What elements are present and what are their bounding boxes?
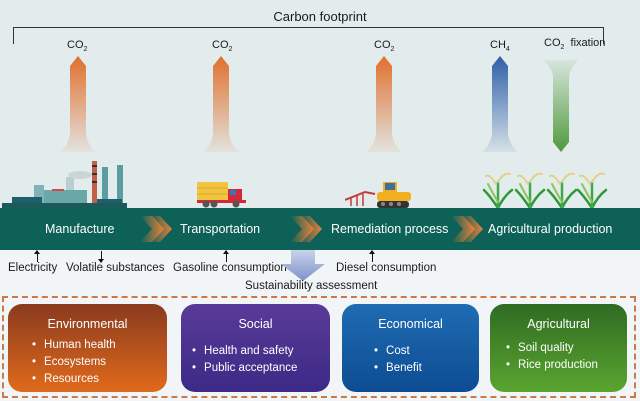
diesel-input-arrow-icon xyxy=(369,250,375,262)
factory-icon xyxy=(2,161,127,209)
list-item: Cost xyxy=(374,343,479,360)
co2-arrow-remediation-icon xyxy=(366,56,402,152)
diesel-consumption-label: Diesel consumption xyxy=(336,262,437,274)
stage-transportation: Transportation xyxy=(180,222,261,236)
ch4-arrow-icon xyxy=(482,56,518,152)
card-economical: Economical Cost Benefit xyxy=(342,304,479,392)
chevron-arrow-icon xyxy=(290,216,322,242)
bracket-left xyxy=(13,27,303,44)
rice-plants-icon xyxy=(482,172,608,210)
gas-label-fixation: CO2 fixation xyxy=(544,37,606,52)
co2-arrow-transport-icon xyxy=(203,56,239,152)
truck-icon xyxy=(197,182,246,208)
gas-label-remediation: CO2 xyxy=(374,39,395,54)
list-item: Public acceptance xyxy=(192,360,330,377)
list-item: Human health xyxy=(32,337,167,354)
list-item: Soil quality xyxy=(506,340,627,357)
stage-remediation: Remediation process xyxy=(331,222,449,236)
electricity-label: Electricity xyxy=(8,262,58,274)
assessment-box xyxy=(2,296,636,398)
volatile-substances-label: Volatile substances xyxy=(66,262,165,274)
sustainability-assessment-label: Sustainability assessment xyxy=(245,280,378,292)
card-title: Agricultural xyxy=(527,317,590,331)
volatile-output-arrow-icon xyxy=(98,251,104,263)
stage-manufacture: Manufacture xyxy=(45,222,115,236)
gas-label-methane: CH4 xyxy=(490,39,510,54)
co2-arrow-manufacture-icon xyxy=(60,56,96,152)
carbon-footprint-title: Carbon footprint xyxy=(273,9,367,24)
gas-label-manufacture: CO2 xyxy=(67,39,88,54)
card-title: Social xyxy=(238,317,273,331)
gasoline-input-arrow-icon xyxy=(223,250,229,262)
chevron-arrow-icon xyxy=(140,216,172,242)
list-item: Rice production xyxy=(506,357,627,374)
chevron-arrow-icon xyxy=(451,216,483,242)
assessment-down-arrow-icon xyxy=(281,250,325,281)
bracket-right xyxy=(303,27,604,44)
tractor-icon xyxy=(345,182,411,208)
card-social: Social Health and safety Public acceptan… xyxy=(181,304,330,392)
list-item: Benefit xyxy=(374,360,479,377)
list-item: Ecosystems xyxy=(32,354,167,371)
stage-agricultural-production: Agricultural production xyxy=(488,222,613,236)
gas-label-transport: CO2 xyxy=(212,39,233,54)
list-item: Resources xyxy=(32,371,167,388)
gasoline-consumption-label: Gasoline consumption xyxy=(173,262,287,274)
electricity-input-arrow-icon xyxy=(34,250,40,262)
card-agricultural: Agricultural Soil quality Rice productio… xyxy=(490,304,627,392)
co2-fixation-arrow-icon xyxy=(543,60,579,152)
card-title: Environmental xyxy=(47,317,128,331)
card-title: Economical xyxy=(378,317,443,331)
card-environmental: Environmental Human health Ecosystems Re… xyxy=(8,304,167,392)
list-item: Health and safety xyxy=(192,343,330,360)
